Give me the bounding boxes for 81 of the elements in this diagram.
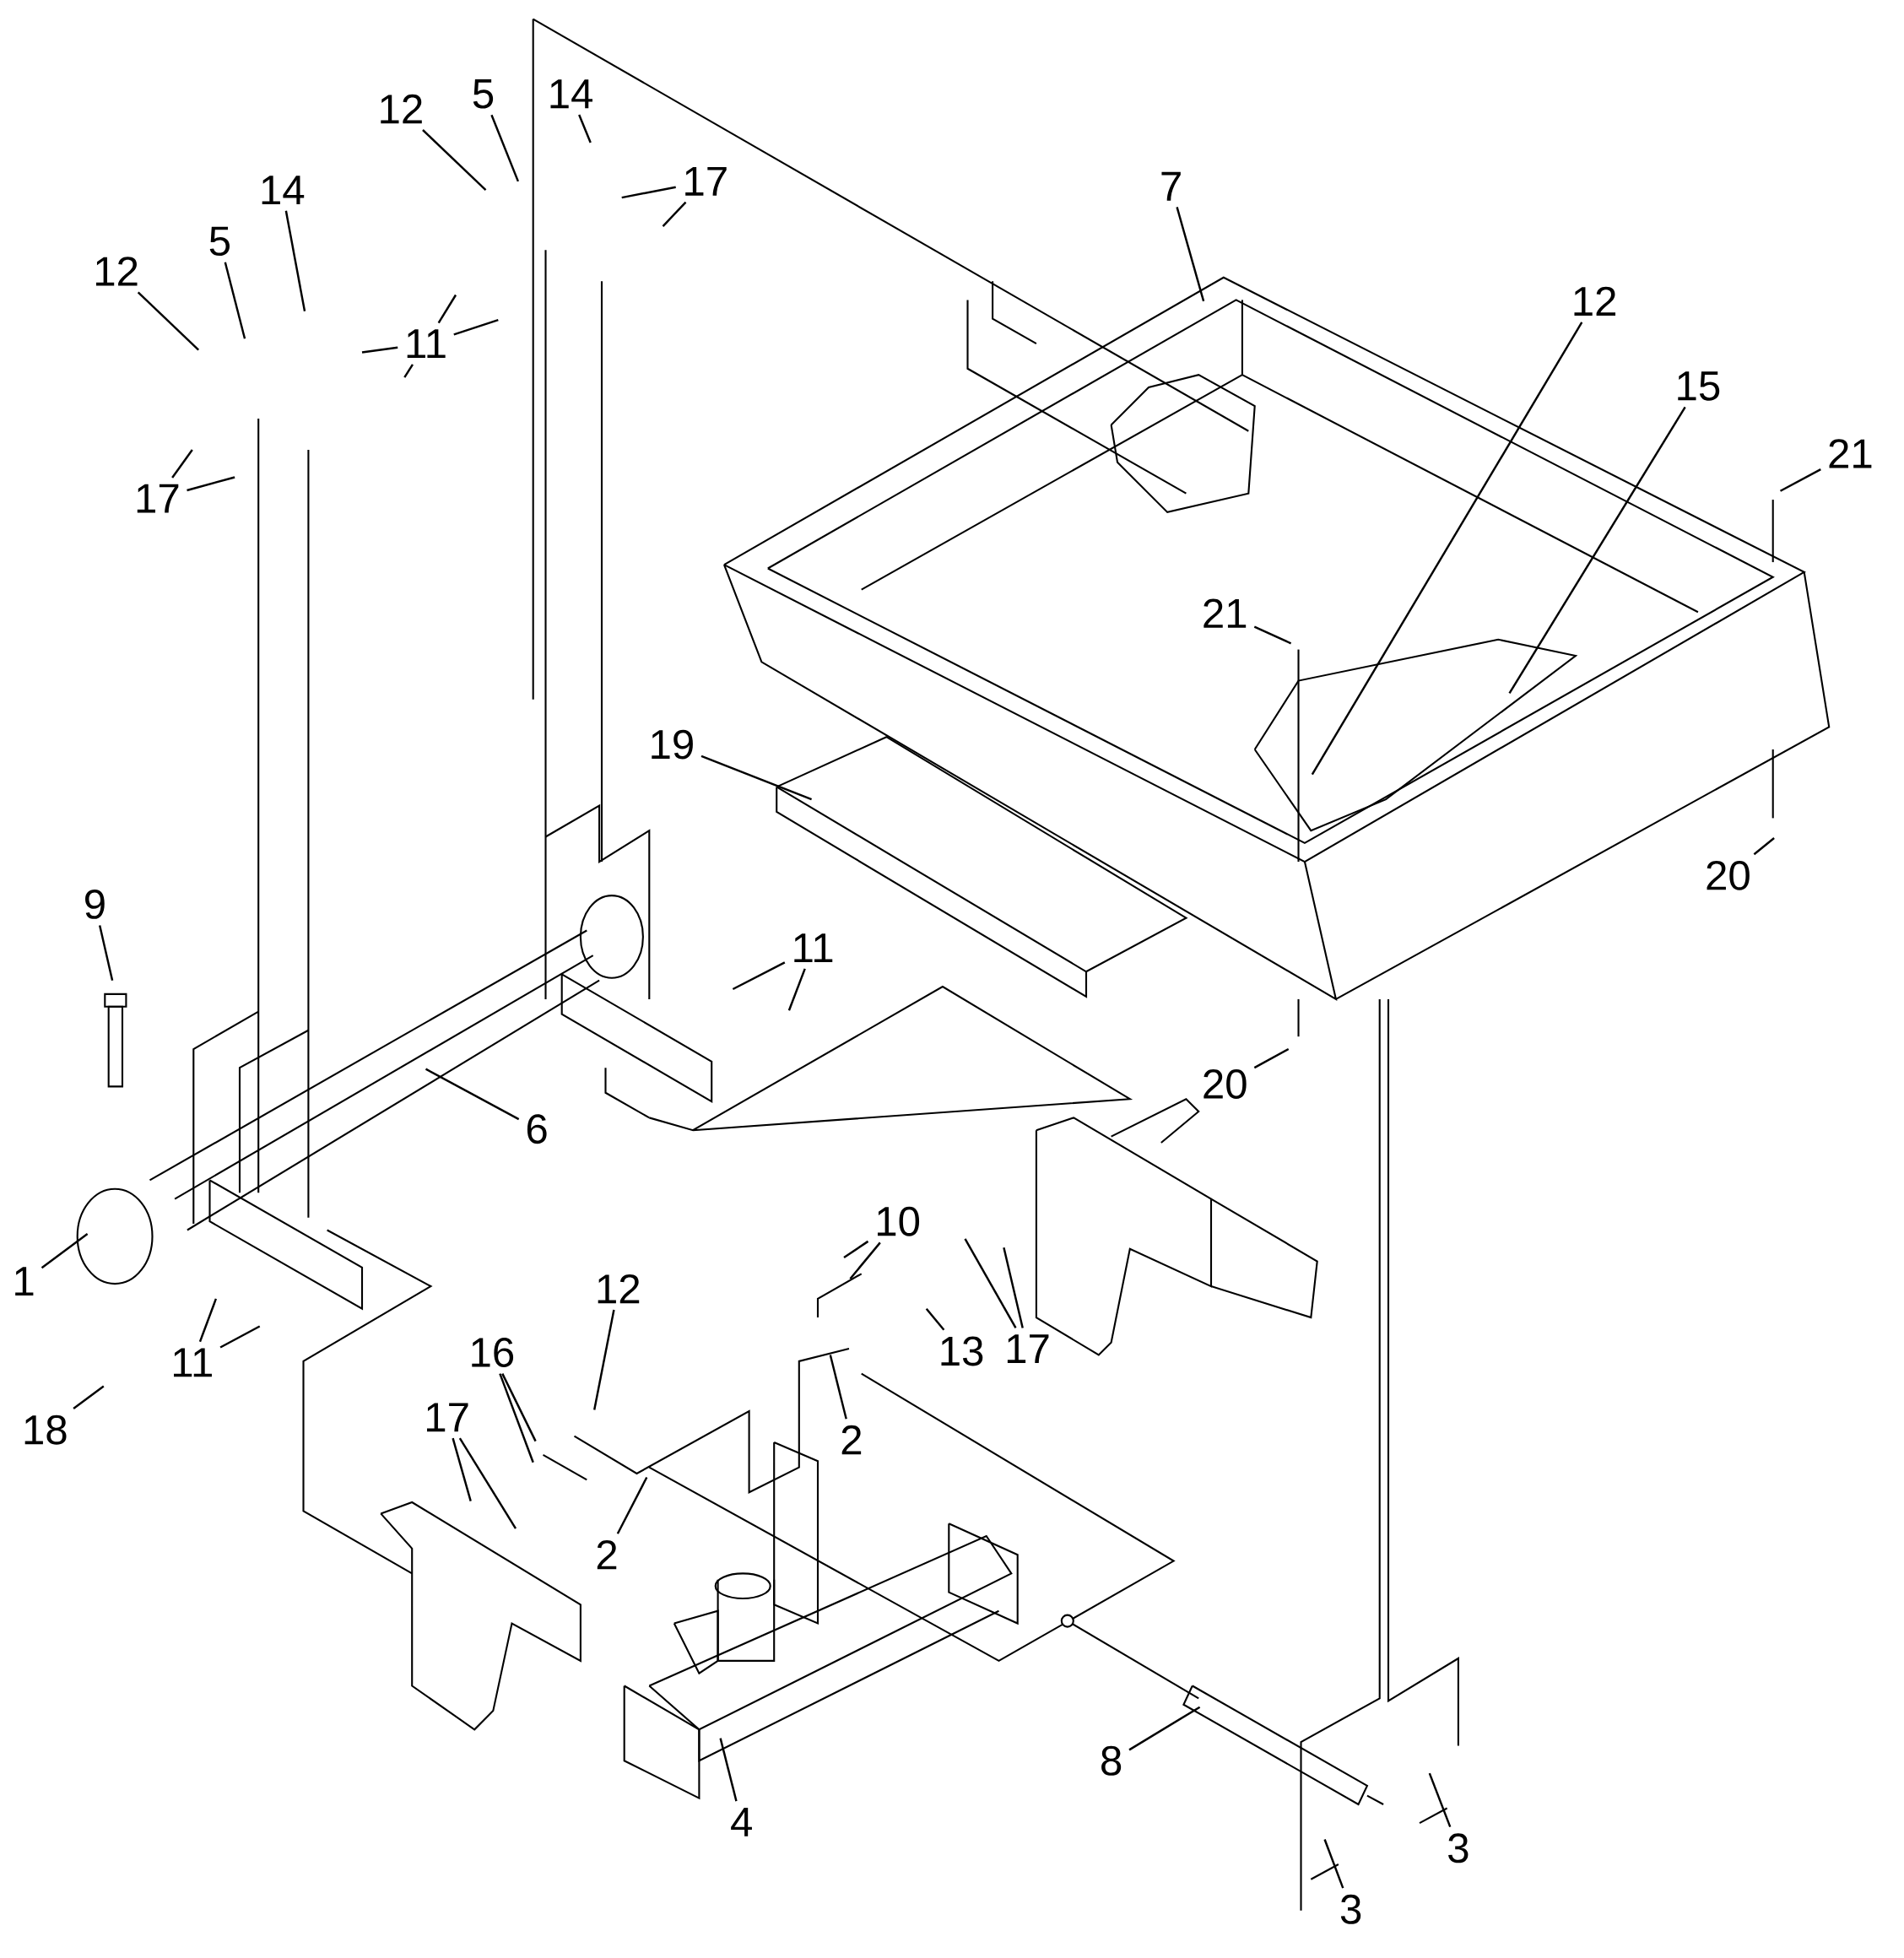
callout-number: 14 — [262, 176, 305, 205]
leader-line — [964, 1238, 1017, 1329]
callout-number: 17 — [1007, 1334, 1049, 1363]
callout-number: 15 — [1678, 371, 1720, 401]
leader-line — [453, 318, 499, 336]
callout-number: 3 — [1448, 1833, 1469, 1863]
leader-line — [1779, 468, 1821, 492]
callout-number: 1 — [15, 1267, 34, 1296]
leader-line — [137, 291, 200, 351]
leader-line — [1176, 207, 1205, 302]
leader-line — [662, 201, 687, 227]
leader-line — [787, 968, 806, 1011]
callout-number: 6 — [527, 1114, 547, 1144]
leader-line — [578, 114, 592, 143]
leader-line — [1128, 1706, 1201, 1751]
leader-line — [1428, 1772, 1452, 1828]
callout-number: 13 — [941, 1336, 983, 1366]
leader-line — [490, 114, 520, 182]
callout-number: 4 — [731, 1807, 752, 1836]
callout-number: 19 — [652, 729, 693, 760]
callout-number: 21 — [1204, 598, 1247, 628]
leader-line — [621, 186, 676, 199]
callout-number: 2 — [841, 1425, 862, 1455]
leader-line — [1508, 406, 1686, 695]
leader-line — [593, 1309, 615, 1410]
leader-line — [425, 1068, 520, 1121]
leader-line — [499, 1373, 534, 1463]
leader-line — [829, 1355, 847, 1420]
callout-number: 16 — [472, 1338, 514, 1367]
leader-line — [849, 1241, 881, 1279]
callout-number: 2 — [597, 1539, 617, 1570]
leader-line — [719, 1738, 738, 1802]
callout-number: 18 — [24, 1414, 67, 1445]
callout-number: 20 — [1707, 860, 1750, 890]
leader-line — [1003, 1247, 1024, 1328]
leader-line — [1323, 1839, 1344, 1889]
callout-number: 11 — [174, 1348, 212, 1377]
callout-number: 12 — [598, 1274, 640, 1304]
leader-line — [284, 210, 306, 311]
leader-line — [732, 961, 786, 991]
callout-number: 8 — [1101, 1745, 1122, 1776]
callout-number: 17 — [137, 484, 179, 513]
callout-number: 12 — [96, 257, 138, 286]
leader-line — [437, 294, 457, 324]
callout-number: 21 — [1829, 439, 1872, 468]
callout-number: 5 — [209, 226, 230, 257]
leader-line — [422, 129, 487, 192]
callout-number: 9 — [85, 889, 105, 919]
callout-number: 17 — [427, 1403, 468, 1432]
leader-line — [403, 364, 414, 378]
leader-line — [1253, 1047, 1290, 1069]
leader-line — [219, 1325, 261, 1349]
leader-line — [700, 755, 813, 801]
callout-number: 11 — [407, 329, 446, 359]
leader-line — [361, 346, 398, 354]
leader-line — [1253, 625, 1292, 645]
leader-line — [616, 1476, 648, 1534]
callout-number: 5 — [473, 79, 494, 109]
callout-number: 20 — [1204, 1069, 1247, 1099]
callout-number: 14 — [550, 79, 592, 109]
leader-line — [198, 1298, 218, 1343]
callout-number: 11 — [794, 933, 833, 963]
callout-number: 10 — [878, 1206, 920, 1236]
leader-line — [73, 1385, 105, 1410]
leader-line — [458, 1437, 517, 1529]
leader-line — [41, 1233, 89, 1269]
leader-line — [501, 1373, 537, 1442]
callout-number: 12 — [381, 94, 422, 124]
leader-line — [1753, 837, 1775, 856]
leader-line — [1311, 322, 1583, 776]
leader-line — [187, 476, 235, 492]
leader-line — [224, 262, 246, 339]
callout-number: 12 — [1574, 286, 1615, 316]
leader-line — [452, 1437, 472, 1501]
leader-line — [843, 1240, 869, 1259]
callout-number: 3 — [1340, 1894, 1361, 1924]
leader-line — [171, 449, 193, 479]
callout-number: 7 — [1161, 171, 1181, 201]
leader-line — [925, 1307, 945, 1331]
leader-line — [98, 925, 114, 981]
callout-number: 17 — [685, 166, 727, 196]
